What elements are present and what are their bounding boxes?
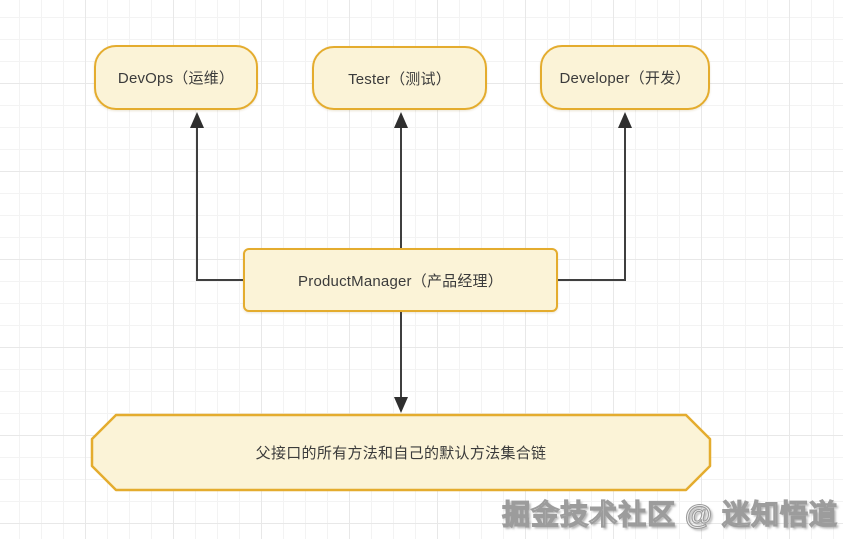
arrowhead-up-icon <box>190 112 204 128</box>
node-tester: Tester（测试） <box>312 46 487 110</box>
node-devops: DevOps（运维） <box>94 45 258 110</box>
node-developer: Developer（开发） <box>540 45 710 110</box>
connector-pm-to-devops <box>196 127 243 281</box>
node-developer-label: Developer（开发） <box>559 70 691 87</box>
node-tester-label: Tester（测试） <box>348 70 451 88</box>
node-product-manager-label: ProductManager（产品经理） <box>298 272 503 290</box>
arrowhead-up-icon <box>394 112 408 128</box>
node-devops-label: DevOps（运维） <box>117 70 235 87</box>
node-method-chain-label: 父接口的所有方法和自己的默认方法集合链 <box>255 445 547 462</box>
node-method-chain-shape <box>90 413 712 492</box>
arrowhead-down-icon <box>394 397 408 413</box>
connector-pm-to-developer <box>558 127 626 281</box>
watermark: 掘金技术社区 @ 迷知悟道 <box>502 498 838 530</box>
node-product-manager: ProductManager（产品经理） <box>243 248 558 312</box>
arrowhead-up-icon <box>618 112 632 128</box>
